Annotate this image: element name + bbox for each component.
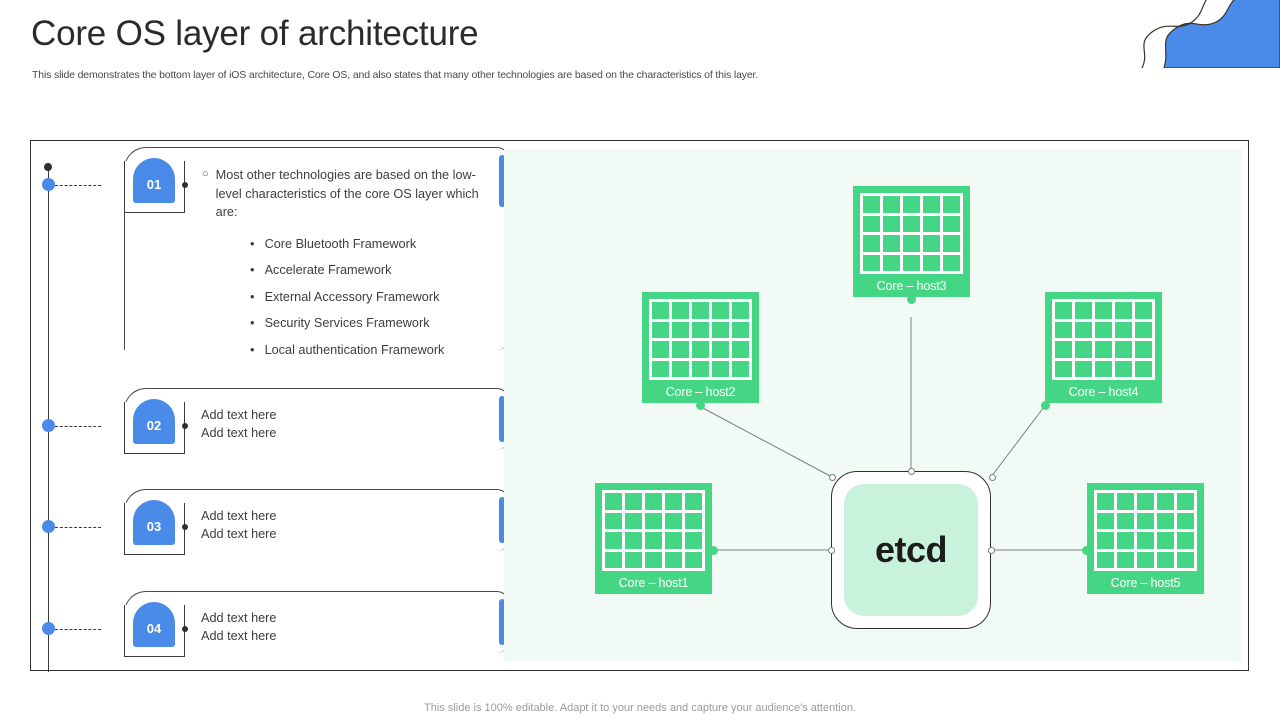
card-text-line: Add text here [201,527,277,542]
node-label: Core – host4 [1068,384,1139,399]
lead-bullet-icon: ○ [202,168,209,180]
edge-endpoint-dot [988,547,995,554]
card-number-badge: 01 [133,158,175,203]
timeline-dot [42,178,55,191]
node-core-host5[interactable]: Core – host5 [1087,483,1204,594]
list-item: • External Accessory Framework [250,284,494,311]
card-anchor-dot [182,182,188,188]
node-label: Core – host1 [618,575,689,590]
card-text-line: Add text here [201,408,277,422]
timeline-rail-cap-dot [44,163,52,171]
card-accent-bar [499,396,505,442]
node-etcd[interactable]: etcd [831,471,991,629]
node-label: Core – host2 [665,384,736,399]
footer-note: This slide is 100% editable. Adapt it to… [424,702,856,714]
host3-port [907,295,916,304]
timeline-rail [48,163,49,672]
card-body: Add text here Add text here [201,609,276,646]
timeline-dot [42,520,55,533]
card-number-label: 02 [146,418,162,433]
card-body: Add text here Add text here [201,406,276,443]
host-grid-icon [1094,490,1197,571]
host1-port [709,546,718,555]
timeline-connector-dash [55,185,101,186]
page-title: Core OS layer of architecture [31,14,479,53]
timeline-connector-dash [55,629,101,630]
timeline-dot [42,622,55,635]
bullet-icon: • [250,288,255,304]
list-item: • Core Bluetooth Framework [250,231,494,258]
bullet-icon: • [250,235,255,251]
timeline-column: 01 ○ Most other technologies are based o… [31,141,511,672]
edge-endpoint-dot [828,547,835,554]
card-number-label: 01 [146,177,162,192]
card-anchor-dot [182,626,188,632]
edge-endpoint-dot [989,474,996,481]
card-anchor-dot [182,524,188,530]
list-item-label: Security Services Framework [264,316,430,331]
list-item-label: Core Bluetooth Framework [264,236,417,251]
host2-port [696,401,705,410]
node-core-host4[interactable]: Core – host4 [1045,292,1162,403]
host-grid-icon [860,193,963,274]
card-anchor-dot [182,423,188,429]
bullet-icon: • [250,315,255,331]
card-text-line: Add text here [201,509,277,523]
card-text-line: Add text here [201,629,277,644]
node-core-host3[interactable]: Core – host3 [853,186,970,297]
etcd-label: etcd [874,529,948,570]
card-accent-bar [499,497,505,543]
card-text-line: Add text here [201,611,277,625]
card-number-badge: 02 [133,399,175,444]
host5-port [1082,546,1091,555]
diagram-edges [700,317,1084,551]
list-item: • Security Services Framework [250,310,494,337]
node-label: Core – host5 [1110,575,1181,590]
timeline-dot [42,419,55,432]
card-number-label: 03 [146,519,162,534]
card-number-badge: 03 [133,500,175,545]
edge-endpoint-dot [829,474,836,481]
host-grid-icon [649,299,752,380]
edge-endpoint-dot [908,468,915,475]
list-item-label: Local authentication Framework [264,342,445,357]
decorative-blob [1130,0,1280,68]
timeline-connector-dash [55,527,101,528]
list-item: • Local authentication Framework [250,337,494,364]
etcd-inner-surface: etcd [844,484,978,616]
card-body: ○ Most other technologies are based on t… [202,166,494,363]
page-subtitle: This slide demonstrates the bottom layer… [32,69,759,81]
list-item-label: External Accessory Framework [264,289,440,304]
card-lead-text: Most other technologies are based on the… [215,168,479,219]
list-item: • Accelerate Framework [250,257,494,284]
card-text-line: Add text here [201,426,277,441]
bullet-icon: • [250,262,255,278]
node-core-host2[interactable]: Core – host2 [642,292,759,403]
card-accent-bar [499,155,505,207]
framework-list: • Core Bluetooth Framework • Accelerate … [250,231,494,364]
content-frame: 01 ○ Most other technologies are based o… [30,140,1249,672]
list-item-label: Accelerate Framework [264,263,392,278]
node-label: Core – host3 [876,278,947,293]
bullet-icon: • [250,341,255,357]
host-grid-icon [1052,299,1155,380]
card-body: Add text here Add text here [201,507,276,544]
host-grid-icon [602,490,705,571]
card-number-badge: 04 [133,602,175,647]
card-number-label: 04 [146,621,162,636]
host4-port [1041,401,1050,410]
card-accent-bar [499,599,505,645]
timeline-connector-dash [55,426,101,427]
architecture-diagram-panel: Core – host3 Core – host2 Core – hos [504,149,1242,661]
node-core-host1[interactable]: Core – host1 [595,483,712,594]
